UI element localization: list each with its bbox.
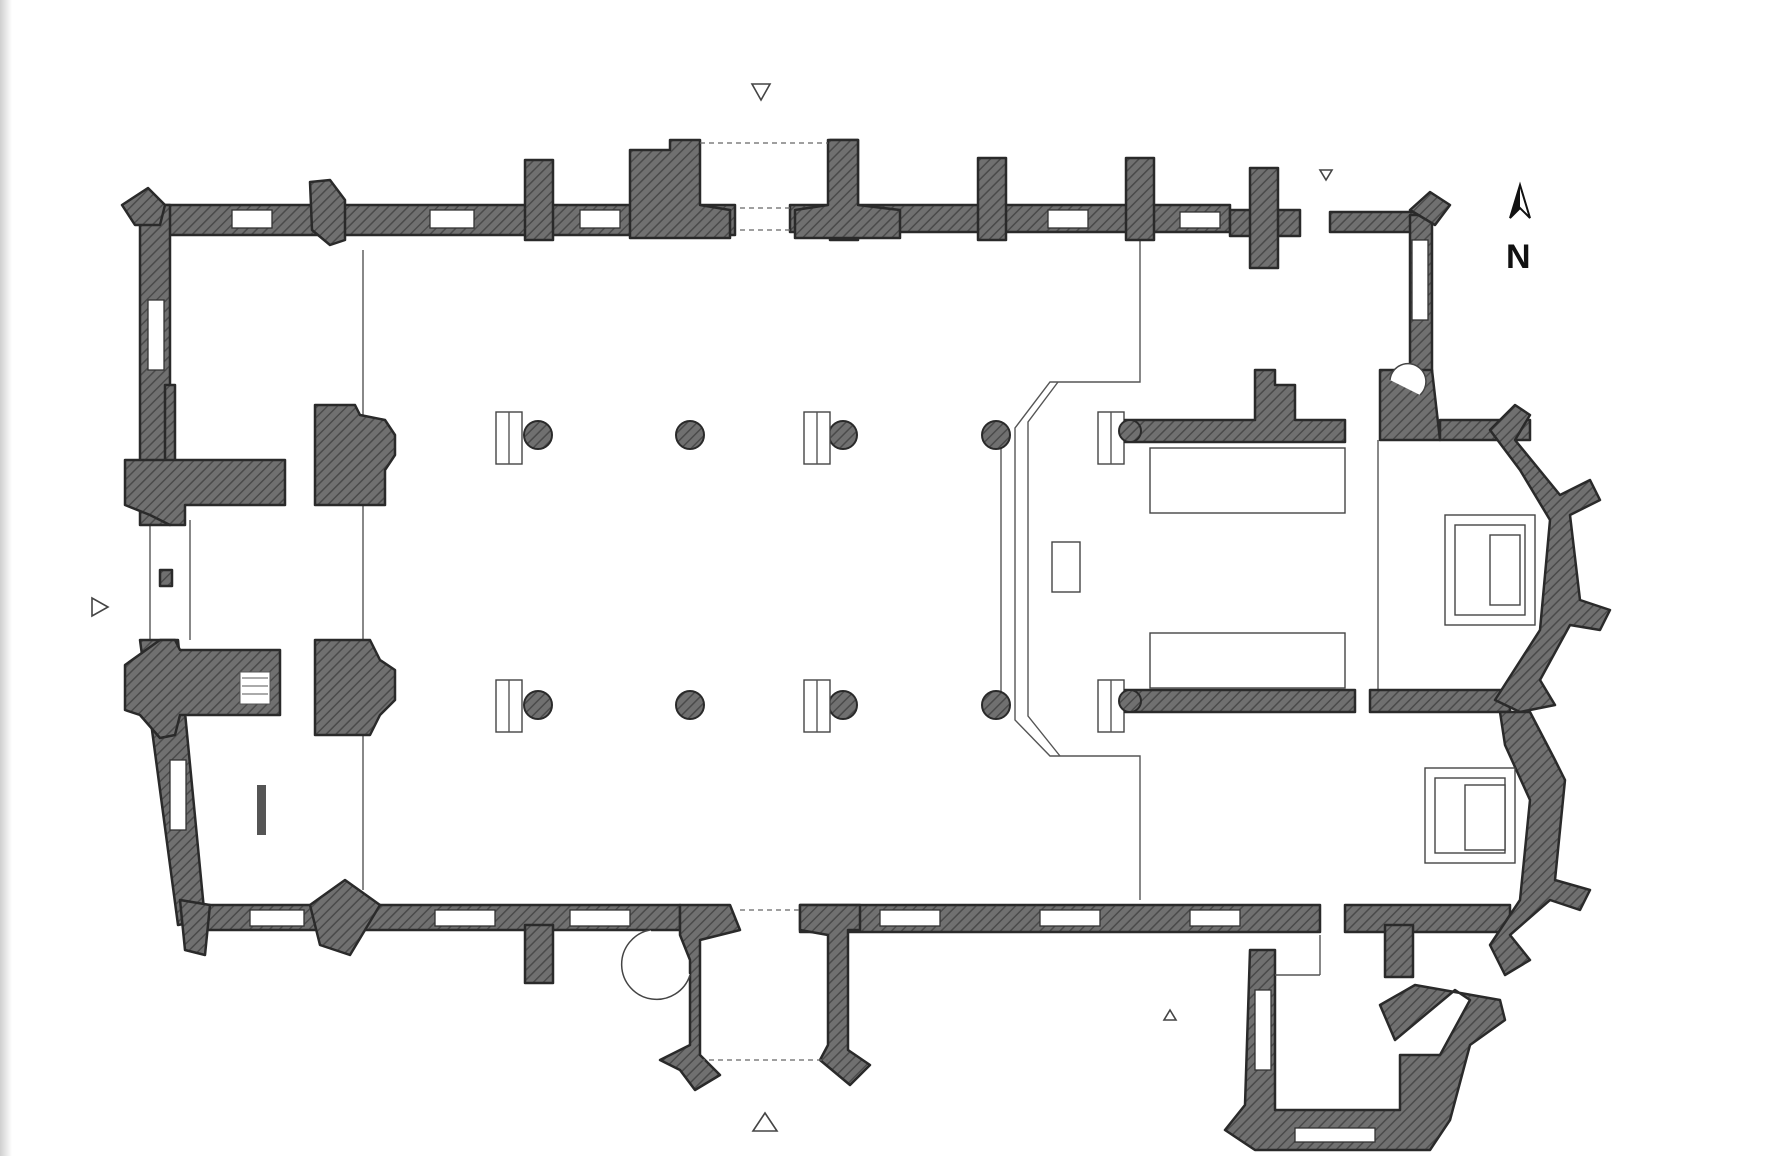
triangle-down-icon (1318, 169, 1334, 182)
buttresses (120, 138, 1452, 985)
entrance-markers (91, 83, 1334, 1132)
stair-turret-ne (1378, 362, 1442, 442)
benches (495, 411, 1125, 733)
south-chapel (1424, 710, 1592, 977)
interior-lines (149, 240, 1379, 900)
north-label: N (1506, 238, 1531, 276)
outer-walls (138, 203, 1532, 934)
north-indicator: N (1506, 181, 1531, 276)
west-tower (123, 383, 397, 835)
page-edge-shadow (0, 0, 12, 1156)
southeast-annex (1223, 935, 1507, 1152)
choir-stalls (1118, 368, 1357, 714)
triangle-up-icon (1162, 1008, 1178, 1021)
apse (1444, 403, 1612, 714)
triangle-up-icon (751, 1111, 779, 1132)
triangle-right-icon (91, 596, 110, 618)
north-porch (628, 138, 902, 240)
nave-piers (523, 420, 1011, 720)
windows (147, 209, 1429, 927)
triangle-down-icon (750, 83, 772, 102)
south-porch (620, 903, 872, 1092)
